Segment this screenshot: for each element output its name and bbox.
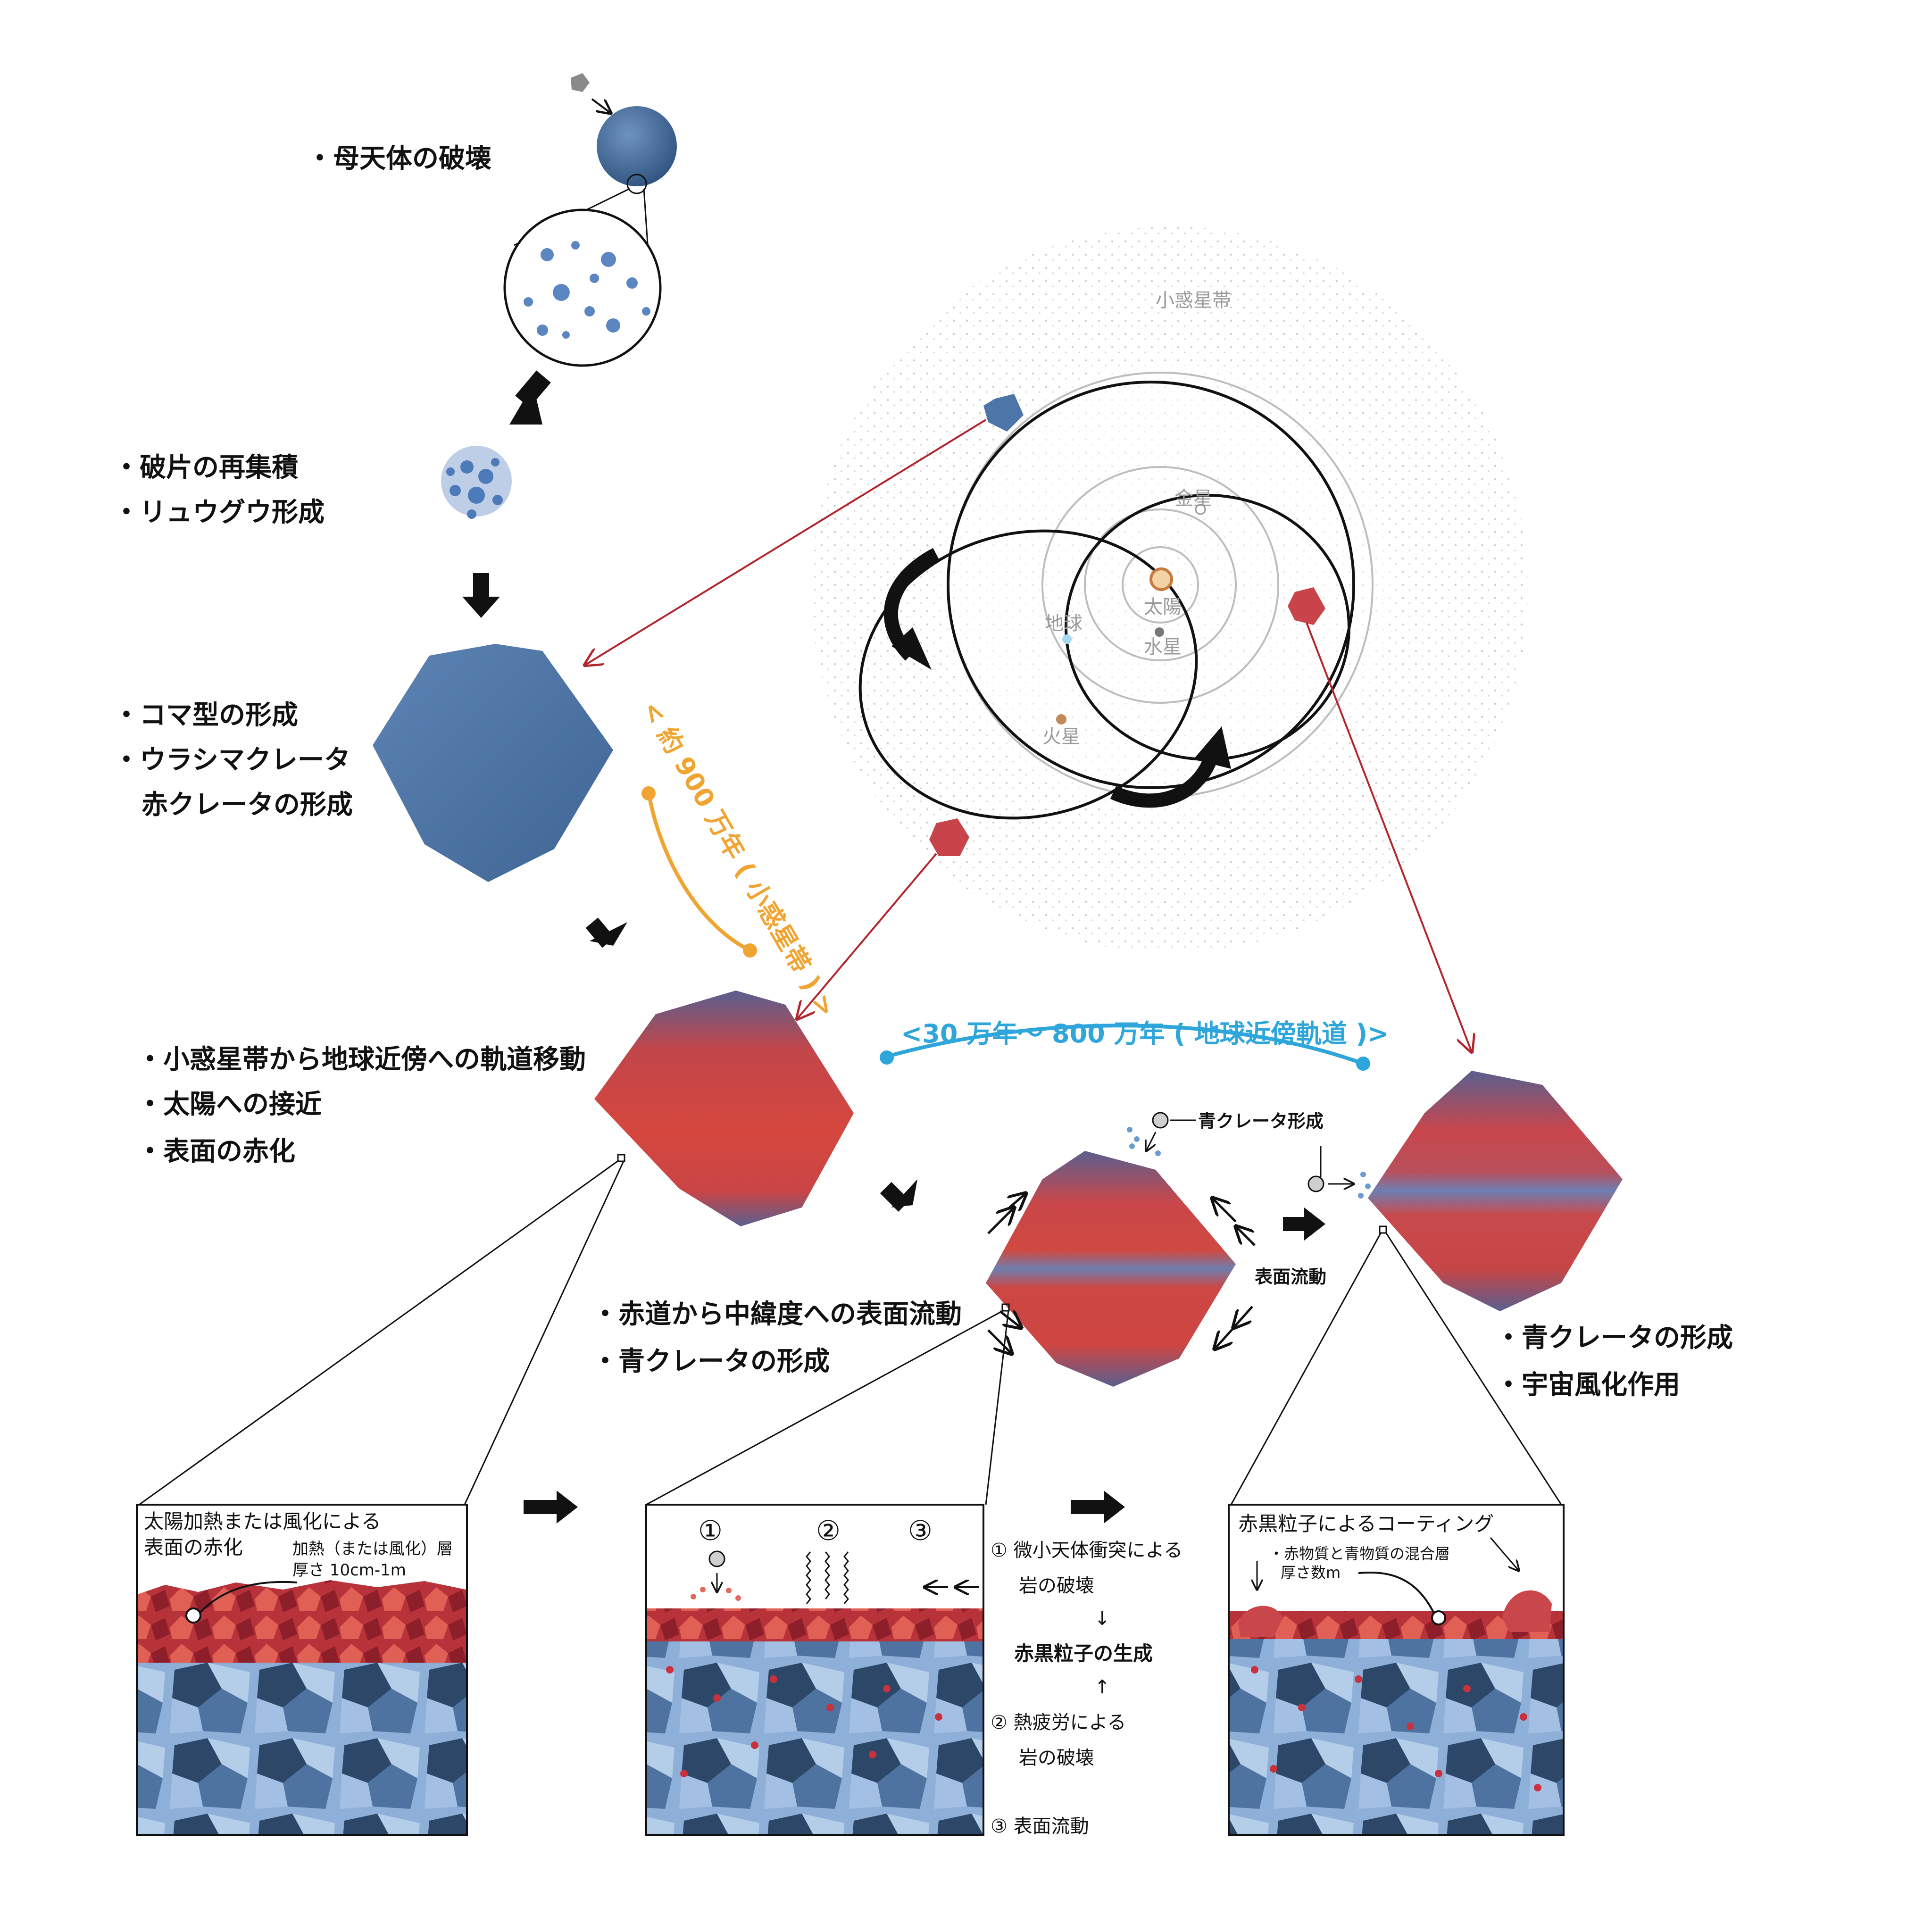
fragments-cluster [524, 241, 650, 339]
orbit-ring-earth [1084, 508, 1237, 661]
process-arrow-up: ↑ [1094, 1676, 1110, 1698]
mercury-dot [1155, 627, 1164, 637]
parent-body-stage: ・母天体の破壊 [307, 73, 677, 367]
asteroid-on-orbit-blue [983, 394, 1024, 432]
curved-arrow-right-head [1193, 726, 1231, 769]
curved-arrow-right [1110, 752, 1219, 808]
panel3-mix-2: 厚さ数m [1281, 1564, 1341, 1582]
venus-dot [1195, 504, 1206, 515]
earth-label: 地球 [1045, 613, 1083, 634]
arrow-2-head [462, 597, 500, 618]
panel-reddening: 太陽加熱または風化による 表面の赤化 加熱（または風化）層 厚さ 10cm-1m [136, 1504, 468, 1836]
process-item3: ③ 表面流動 [991, 1815, 1089, 1837]
mercury-label: 水星 [1144, 636, 1182, 658]
panel3-mix-1: ・赤物質と青物質の混合層 [1269, 1545, 1450, 1563]
ryugu-red-body [594, 991, 854, 1226]
zoom-marker [626, 174, 647, 194]
ryugu-final-body [1368, 1071, 1623, 1311]
ryugu-blue-body [373, 644, 613, 882]
panel2-num-3: ③ [908, 1515, 933, 1547]
label-space-weathering: ・宇宙風化作用 [1495, 1370, 1680, 1400]
process-item1-line2: 岩の破壊 [1019, 1575, 1094, 1597]
final-impact [1307, 1146, 1371, 1199]
panel1-layer-2: 厚さ 10cm-1m [292, 1561, 406, 1580]
surface-flow-label: 表面流動 [1255, 1266, 1326, 1287]
heat-waves [806, 1551, 849, 1604]
label-sun-approach: ・太陽への接近 [137, 1089, 322, 1120]
panel2-impactor [708, 1550, 725, 1567]
ryugu-orbit-transfer [858, 529, 1198, 820]
process-item2-line2: 岩の破壊 [1019, 1747, 1094, 1769]
orbit-ring-venus [1122, 546, 1199, 624]
impact-arrow [591, 98, 611, 113]
orbit-ring-mars [1041, 466, 1279, 704]
reaccumulation-cluster [441, 446, 512, 519]
ryugu-orbit-main-belt [947, 381, 1355, 789]
asteroid-on-orbit-red-right [1288, 587, 1325, 625]
panel-particles: ① ② ③ [645, 1504, 984, 1836]
near-earth-timeline: <30 万年〜 800 万年 ( 地球近傍軌道 )> [880, 1019, 1389, 1071]
process-list: ① 微小天体衝突による 岩の破壊 ↓ 赤黒粒子の生成 ↑ ② 熱疲労による 岩の… [991, 1540, 1183, 1837]
label-equator-flow: ・赤道から中緯度への表面流動 [592, 1299, 962, 1330]
blue-crater-impact: 青クレータ形成 [1127, 1111, 1324, 1156]
sun-icon [1149, 567, 1173, 591]
process-item2-line1: ② 熱疲労による [991, 1712, 1126, 1733]
process-item1-line1: ① 微小天体衝突による [991, 1540, 1183, 1561]
panel-zoom-lines [139, 1159, 1562, 1506]
arrow-4-head [891, 1179, 917, 1208]
flow-arrows [462, 370, 1325, 1524]
near-earth-duration: <30 万年〜 800 万年 ( 地球近傍軌道 )> [901, 1019, 1389, 1049]
main-belt-duration: < 約 900 万年 ( 小惑星帯 ) > [636, 696, 842, 1022]
impactor-rock [571, 73, 590, 92]
asteroid-belt-label: 小惑星帯 [1156, 290, 1231, 311]
label-orbit-transfer: ・小惑星帯から地球近傍への軌道移動 [137, 1044, 586, 1075]
label-blue-crater-2: ・青クレータの形成 [1495, 1323, 1733, 1353]
label-koma-form: ・コマ型の形成 [113, 700, 298, 731]
arrow-6-head [557, 1491, 578, 1524]
label-blue-crater-1: ・青クレータの形成 [592, 1346, 830, 1377]
earth-dot [1062, 634, 1072, 644]
sun-label: 太陽 [1144, 596, 1182, 618]
curved-arrow-left-head [891, 627, 932, 670]
panel1-layer-1: 加熱（または風化）層 [292, 1540, 453, 1558]
arrow-5-head [1304, 1208, 1325, 1241]
arrow-7-shaft [1071, 1500, 1106, 1514]
asteroid-on-orbit-red-left [929, 818, 969, 856]
mars-dot [1056, 714, 1066, 724]
panel2-num-1: ① [698, 1515, 723, 1547]
parent-body-sphere [597, 106, 677, 186]
main-belt-timeline: < 約 900 万年 ( 小惑星帯 ) > [636, 696, 842, 1022]
arrow-7-head [1104, 1491, 1125, 1524]
panel1-title-2: 表面の赤化 [144, 1536, 243, 1559]
asteroid-belt-dust [811, 226, 1528, 953]
label-red-crater: 赤クレータの形成 [142, 790, 353, 820]
surface-flow-arrows [987, 1193, 1256, 1354]
fragments-zoom-circle [503, 208, 662, 367]
arrow-2-shaft [473, 573, 489, 599]
label-reaccumulation: ・破片の再集積 [113, 452, 298, 483]
panel3-title: 赤黒粒子によるコーティング [1238, 1512, 1494, 1535]
connector-lines [585, 419, 1472, 1052]
solar-system: 小惑星帯 金星 太陽 水星 地球 火星 [858, 290, 1374, 856]
mars-label: 火星 [1042, 726, 1080, 748]
zoom-marker-4 [1379, 1225, 1387, 1234]
panel-coating: 赤黒粒子によるコーティング ・赤物質と青物質の混合層 厚さ数m [1228, 1504, 1565, 1836]
label-parent-body: ・母天体の破壊 [307, 143, 491, 174]
arrow-6-shaft [524, 1500, 559, 1514]
label-ryugu-formation: ・リュウグウ形成 [113, 497, 325, 528]
panel2-num-2: ② [816, 1515, 841, 1547]
blue-crater-formation-label: 青クレータ形成 [1198, 1111, 1324, 1132]
zoom-marker-2 [617, 1154, 625, 1162]
venus-label: 金星 [1174, 488, 1212, 509]
process-arrow-down: ↓ [1094, 1608, 1110, 1630]
panel1-title-1: 太陽加熱または風化による [144, 1510, 381, 1533]
arrow-3-head [590, 922, 627, 946]
ryugu-banded-body [986, 1151, 1236, 1387]
arrow-5-shaft [1283, 1217, 1307, 1231]
process-result: 赤黒粒子の生成 [1014, 1642, 1153, 1665]
label-urashima-crater: ・ウラシマクレータ [113, 745, 350, 775]
label-surface-reddening: ・表面の赤化 [137, 1136, 295, 1167]
